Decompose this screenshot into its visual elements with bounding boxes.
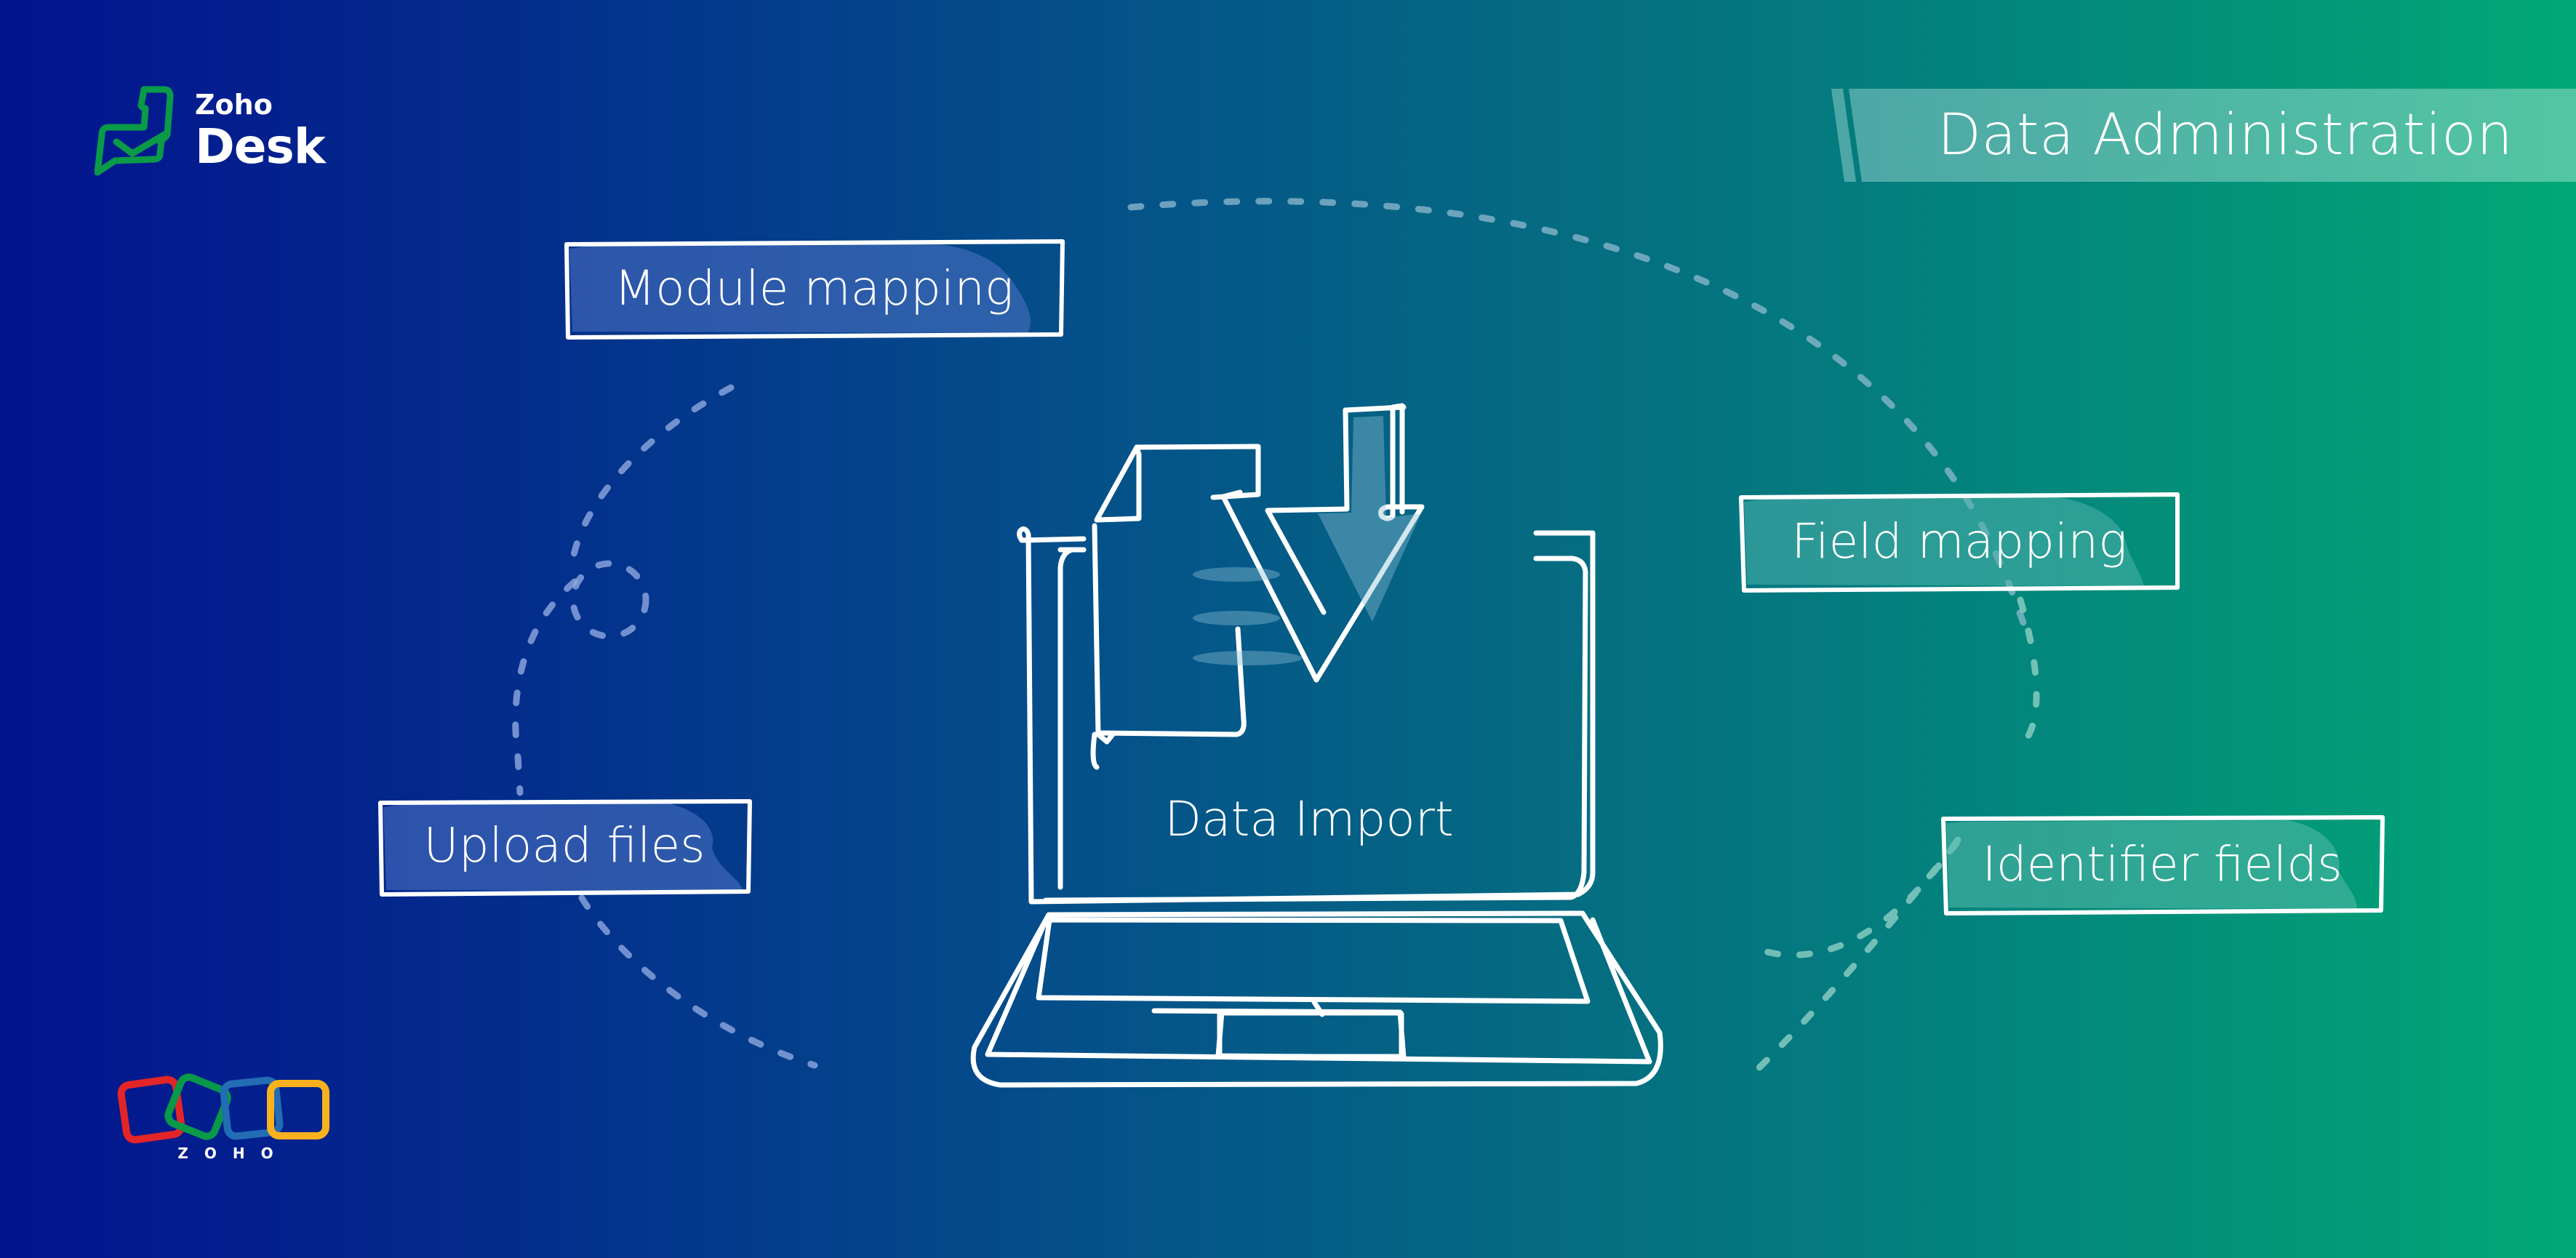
brand-zoho-text: Zoho: [195, 89, 273, 121]
brand-desk-text: Desk: [195, 119, 326, 175]
zoho-logo-green-square: [164, 1073, 231, 1140]
banner-title: Data Administration: [1937, 103, 2513, 168]
tag-upload-files: Upload files: [376, 797, 753, 897]
download-arrow-icon: [1220, 403, 1425, 683]
doc-line-1: [1193, 567, 1280, 582]
doc-line-2: [1193, 611, 1280, 625]
document-icon: [1090, 444, 1261, 770]
tag-field-mapping: Field mapping: [1737, 492, 2182, 593]
illustration-fills: [1193, 416, 1421, 665]
tag-identifier-fields: Identifier fields: [1939, 813, 2385, 916]
tag-module-mapping: Module mapping: [562, 239, 1065, 340]
zoho-logo-blue-square: [220, 1076, 284, 1140]
zoho-logo-yellow-square: [267, 1080, 329, 1139]
zoho-desk-logo: Zoho Desk: [95, 84, 326, 178]
zoho-logo-red-square: [117, 1075, 185, 1144]
zoho-desk-chat-check-icon: [95, 86, 174, 176]
dotted-arc-left-lower: [578, 894, 818, 1069]
doc-line-3: [1193, 651, 1302, 665]
laptop-icon: [970, 526, 1663, 1088]
dotted-arc-right: [2017, 596, 2040, 742]
dotted-arc-left: [512, 384, 735, 796]
dotted-arc-right-lower: [1751, 836, 1961, 1076]
dotted-small-circle: [569, 560, 649, 640]
arrow-fill: [1318, 416, 1421, 622]
tag-identifier-fields-label: Identifier fields: [1982, 836, 2343, 892]
data-import-label: Data Import: [1164, 791, 1454, 847]
tag-upload-files-label: Upload files: [423, 817, 705, 873]
zoho-wordmark: ZOHO: [177, 1145, 289, 1162]
section-banner: Data Administration: [1831, 89, 2576, 182]
tag-field-mapping-label: Field mapping: [1791, 513, 2127, 569]
banner-shape: [1831, 89, 2576, 182]
tag-module-mapping-label: Module mapping: [614, 260, 1014, 316]
zoho-logo: [117, 1073, 329, 1144]
